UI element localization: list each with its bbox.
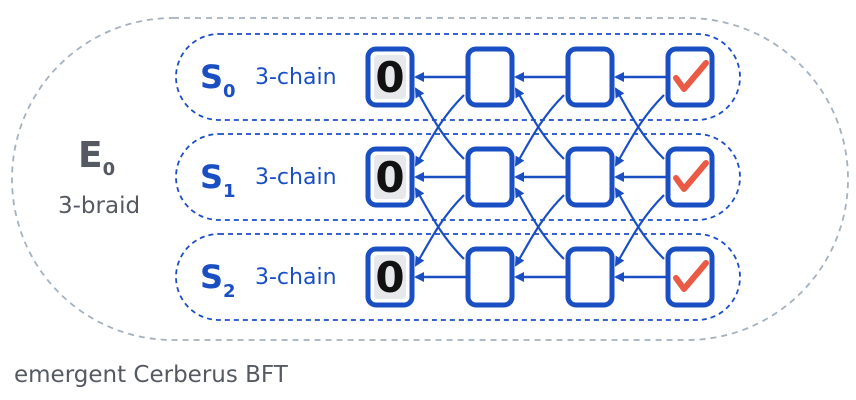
shard-label: 3-chain — [255, 265, 337, 290]
shard-region — [175, 33, 741, 121]
genesis-block-label: 0 — [375, 253, 404, 302]
genesis-block: 0 — [365, 246, 415, 308]
figure-caption: emergent Cerberus BFT — [14, 362, 288, 388]
committed-block — [665, 146, 715, 208]
shard-region — [175, 133, 741, 221]
braid-link-arrow — [515, 194, 565, 267]
shard-1: S1 3-chain — [175, 133, 741, 221]
block-links — [414, 72, 666, 282]
checkmark-icon — [673, 260, 709, 292]
braid-link-arrow — [415, 194, 465, 267]
committed-block — [665, 246, 715, 308]
checkmark-icon — [673, 60, 709, 92]
block-box — [465, 246, 515, 308]
braid-link-arrow — [615, 94, 665, 167]
genesis-fill — [374, 255, 406, 299]
genesis-fill — [374, 155, 406, 199]
block — [465, 146, 515, 208]
block-box — [665, 246, 715, 308]
checkmark-icon — [673, 160, 709, 192]
shard-title: S2 — [200, 258, 236, 302]
shard-region — [175, 233, 741, 321]
genesis-block: 0 — [365, 46, 415, 108]
shard-2: S2 3-chain — [175, 233, 741, 321]
block-chains: 0 0 0 — [365, 46, 715, 308]
shard-title: S1 — [200, 158, 236, 202]
genesis-block-label: 0 — [375, 153, 404, 202]
block-box — [565, 246, 615, 308]
block — [565, 146, 615, 208]
block-box — [565, 146, 615, 208]
genesis-fill — [374, 55, 406, 99]
block-box — [565, 46, 615, 108]
outer-title: E0 — [78, 135, 115, 180]
block-box — [465, 146, 515, 208]
block-box — [665, 46, 715, 108]
outer-label: 3-braid — [58, 193, 140, 219]
shard-label: 3-chain — [255, 165, 337, 190]
shard-0: S0 3-chain — [175, 33, 741, 121]
braid-link-arrow — [615, 194, 665, 267]
block — [565, 246, 615, 308]
braid-link-arrow — [415, 94, 465, 167]
block-box — [665, 146, 715, 208]
outer-braid-region — [11, 17, 849, 341]
committed-block — [665, 46, 715, 108]
block-box — [465, 46, 515, 108]
block — [465, 246, 515, 308]
braid-link-arrow — [515, 94, 565, 167]
genesis-block-label: 0 — [375, 53, 404, 102]
block — [565, 46, 615, 108]
shard-title: S0 — [200, 58, 236, 102]
genesis-block: 0 — [365, 146, 415, 208]
block — [465, 46, 515, 108]
shard-label: 3-chain — [255, 65, 337, 90]
